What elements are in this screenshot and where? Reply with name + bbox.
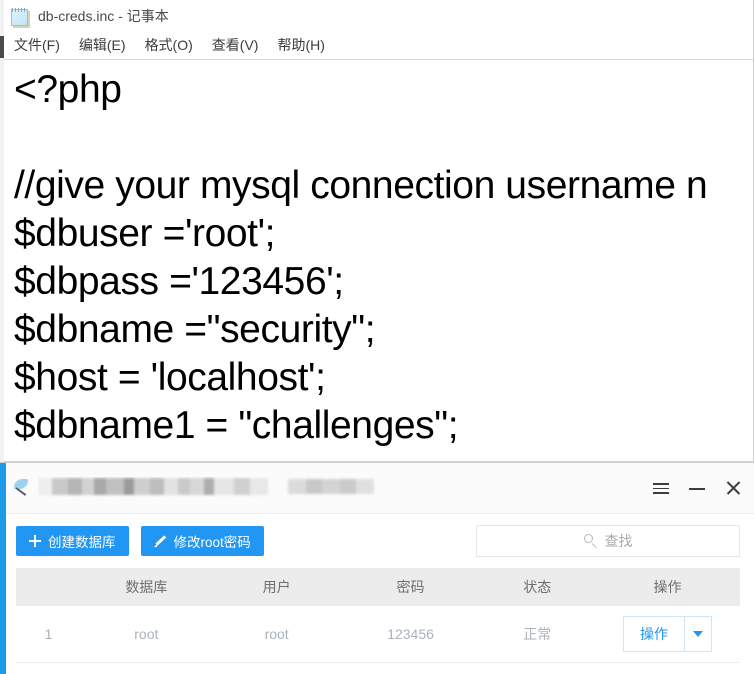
create-database-label: 创建数据库 — [48, 535, 116, 550]
notepad-window: db-creds.inc - 记事本 文件(F) 编辑(E) 格式(O) 查看(… — [4, 0, 754, 462]
cell-status: 正常 — [523, 626, 552, 642]
pencil-icon — [153, 534, 167, 548]
notepad-text-area[interactable]: <?php //give your mysql connection usern… — [4, 60, 753, 461]
cell-database: root — [134, 626, 159, 642]
column-header-status: 状态 — [523, 579, 552, 595]
cell-user: root — [264, 626, 289, 642]
notepad-menubar: 文件(F) 编辑(E) 格式(O) 查看(V) 帮助(H) — [4, 31, 753, 60]
cell-index: 1 — [44, 626, 53, 642]
menu-item-file[interactable]: 文件(F) — [14, 37, 60, 53]
column-header-action: 操作 — [653, 579, 682, 595]
database-table: 数据库 用户 密码 状态 操作 1 root root 123456 正常 操作 — [6, 568, 754, 674]
menu-icon[interactable] — [652, 479, 670, 497]
table-header-row: 数据库 用户 密码 状态 操作 — [16, 568, 740, 606]
db-titlebar[interactable] — [6, 463, 754, 514]
minimize-icon[interactable] — [688, 479, 706, 497]
window-accent-bar — [0, 463, 6, 674]
php-source-text[interactable]: <?php //give your mysql connection usern… — [14, 68, 708, 447]
db-window-title-redacted — [38, 477, 642, 499]
notepad-titlebar[interactable]: db-creds.inc - 记事本 — [4, 0, 753, 31]
table-row[interactable]: 1 root root 123456 正常 操作 — [16, 606, 740, 663]
db-toolbar: 创建数据库 修改root密码 查找 — [6, 514, 754, 568]
column-header-database: 数据库 — [125, 579, 168, 595]
menu-item-edit[interactable]: 编辑(E) — [78, 37, 126, 53]
create-database-button[interactable]: 创建数据库 — [16, 526, 129, 556]
notepad-icon — [10, 6, 30, 26]
search-icon — [583, 534, 598, 549]
app-logo-icon — [12, 478, 34, 498]
background-window-sliver — [0, 0, 4, 462]
plus-icon — [29, 535, 41, 547]
close-icon[interactable] — [724, 479, 742, 497]
chevron-down-icon[interactable] — [685, 617, 711, 651]
row-action-label: 操作 — [640, 626, 669, 642]
menu-item-help[interactable]: 帮助(H) — [277, 37, 325, 53]
cell-action: 操作 — [595, 616, 740, 652]
menu-item-format[interactable]: 格式(O) — [144, 37, 193, 53]
search-placeholder: 查找 — [604, 533, 633, 549]
column-header-password: 密码 — [396, 579, 425, 595]
column-header-user: 用户 — [262, 579, 291, 595]
change-root-password-button[interactable]: 修改root密码 — [140, 526, 264, 556]
database-manager-window: 创建数据库 修改root密码 查找 数据库 用户 密码 状态 操作 — [0, 462, 754, 674]
window-title: db-creds.inc - 记事本 — [38, 7, 169, 24]
row-action-dropdown[interactable]: 操作 — [623, 616, 713, 652]
menu-item-view[interactable]: 查看(V) — [211, 37, 259, 53]
search-input[interactable]: 查找 — [476, 525, 740, 557]
background-window-edge — [0, 36, 4, 58]
change-root-password-label: 修改root密码 — [173, 535, 251, 550]
cell-password: 123456 — [387, 626, 434, 642]
